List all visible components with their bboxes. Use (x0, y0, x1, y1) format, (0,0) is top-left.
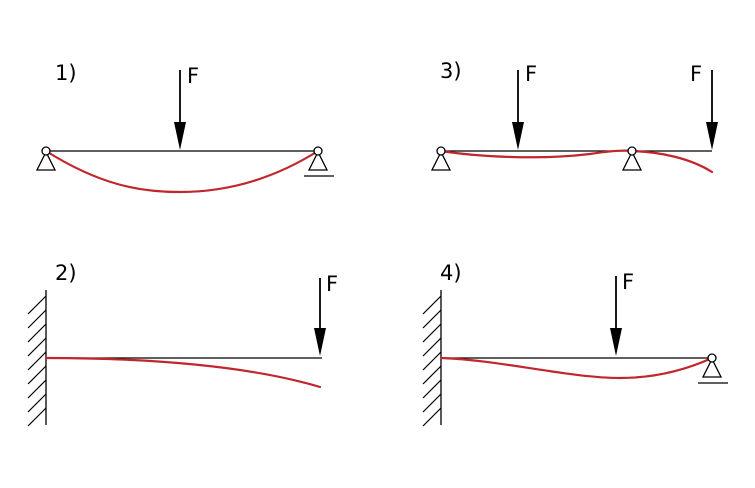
diagram-1-deflection-curve (44, 149, 320, 194)
diagram-3: 3) F F (430, 59, 718, 174)
diagram-4-force-label: F (622, 270, 634, 294)
diagram-3-force-label-1: F (525, 62, 537, 86)
diagram-3-pin-support-left (430, 146, 452, 171)
diagram-2-deflection-curve (44, 356, 322, 389)
diagram-3-deflection-curve (439, 149, 714, 174)
diagram-4-fixed-wall (422, 290, 442, 427)
diagram-3-force-arrow-1 (512, 70, 524, 150)
diagram-3-force-arrow-2 (706, 70, 718, 150)
diagram-4-force-arrow (610, 276, 622, 356)
diagram-3-number: 3) (440, 59, 462, 83)
diagram-3-force-label-2: F (690, 62, 702, 86)
diagram-1-pin-support-left (35, 146, 57, 171)
diagram-2: 2) F (27, 261, 338, 427)
diagram-2-force-label: F (326, 272, 338, 296)
diagram-1-force-label: F (187, 64, 199, 88)
diagram-1: 1) F (35, 61, 334, 194)
diagram-4: 4) F (422, 261, 728, 427)
diagram-2-fixed-wall (27, 290, 47, 427)
diagram-2-force-arrow (314, 278, 326, 356)
diagram-4-number: 4) (440, 261, 462, 285)
diagram-2-number: 2) (55, 261, 77, 285)
diagram-4-roller-support-right (698, 353, 728, 384)
diagram-1-force-arrow (174, 70, 186, 150)
diagram-1-number: 1) (55, 61, 77, 85)
diagram-3-pin-support-middle (621, 146, 643, 171)
diagram-4-deflection-curve (439, 356, 714, 380)
diagram-1-roller-support-right (304, 146, 334, 177)
